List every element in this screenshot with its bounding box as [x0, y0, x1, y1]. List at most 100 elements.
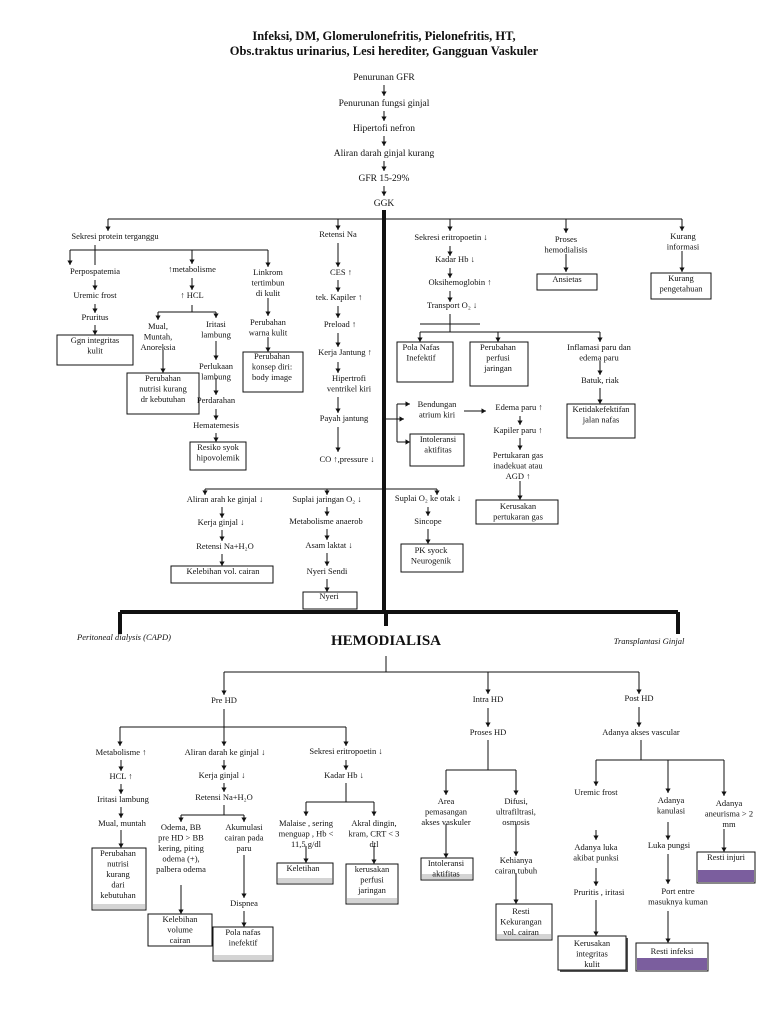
arrowhead: [221, 765, 227, 770]
kg-label: Kerja ginjal ↓: [198, 517, 245, 527]
arrowhead: [265, 347, 271, 352]
ia2-label-line: aktifitas: [432, 869, 459, 879]
kinf-label-line: Kurang: [670, 231, 696, 241]
asl-label: Asam laktat ↓: [305, 540, 352, 550]
capd-label-line: Peritoneal dialysis (CAPD): [76, 632, 171, 642]
kg2-label-line: Kerja ginjal ↓: [199, 770, 246, 780]
bat-label: Batuk, riak: [581, 375, 620, 385]
aku-label-line: cairan pada: [225, 833, 264, 843]
kik-label-line: integritas: [576, 949, 608, 959]
sin-label-line: Sincope: [414, 516, 442, 526]
pper-box: [469, 341, 529, 387]
arrowhead: [67, 260, 73, 265]
arrowhead: [513, 790, 519, 795]
arrowhead: [219, 561, 225, 566]
arrowhead: [665, 788, 671, 793]
ggn-label-line: Ggn integritas: [71, 335, 119, 345]
arrowhead: [513, 899, 519, 904]
arrowhead: [335, 262, 341, 267]
rinj-label-line: Resti injuri: [707, 852, 746, 862]
arrowhead: [105, 226, 111, 231]
pwk-label-line: Perubahan: [250, 317, 287, 327]
arrowhead: [593, 835, 599, 840]
ny-label-line: Nyeri: [319, 591, 339, 601]
posthd-label: Post HD: [624, 693, 653, 703]
kpj-box-band: [347, 898, 397, 903]
inthd-label-line: Intra HD: [473, 694, 503, 704]
pnut-label-line: nutrisi kurang: [139, 384, 187, 394]
ben-label-line: atrium kiri: [419, 410, 456, 420]
n2-label: Penurunan fungsi ginjal: [339, 98, 430, 109]
arrowhead: [241, 893, 247, 898]
arrowhead: [425, 511, 431, 516]
arrowhead: [117, 741, 123, 746]
mal-label-line: menguap , Hb <: [279, 829, 334, 839]
rkv-label-line: vol. cairan: [503, 927, 540, 937]
proshd-label: Proses HD: [470, 727, 507, 737]
kik-label-line: kulit: [584, 959, 600, 969]
ces-label: CES ↑: [330, 267, 352, 277]
lp-label-line: Luka pungsi: [648, 840, 691, 850]
arrowhead: [636, 689, 642, 694]
pn2-box: [91, 847, 147, 911]
arrowhead: [213, 313, 219, 318]
inthd-label: Intra HD: [473, 694, 503, 704]
dif-label-line: ultrafiltrasi,: [496, 807, 536, 817]
aku-label-line: Akumulasi: [225, 822, 263, 832]
ggk-label-line: GGK: [374, 199, 395, 209]
pnut-box: [126, 372, 200, 415]
pper-label-line: jaringan: [483, 363, 513, 373]
resy-label-line: hipovolemik: [197, 453, 241, 463]
dif-label-line: osmosis: [502, 817, 529, 827]
arrowhead: [241, 817, 247, 822]
arrowhead: [679, 267, 685, 272]
pks-label-line: Neurogenik: [411, 556, 452, 566]
arrowhead: [679, 226, 685, 231]
arrowhead: [213, 415, 219, 420]
arrowhead: [265, 311, 271, 316]
pn2-label-line: kurang: [106, 869, 130, 879]
pper-label-line: Perubahan: [480, 342, 517, 352]
hb2-label: Kadar Hb ↓: [324, 770, 364, 780]
arrowhead: [160, 368, 166, 373]
title-line-1: Infeksi, DM, Glomerulonefritis, Pielonef…: [252, 29, 516, 43]
arrowhead: [92, 308, 98, 313]
akr-label-line: dtl: [370, 839, 380, 849]
int-box: [409, 433, 465, 467]
inf-label-line: edema paru: [579, 353, 619, 363]
arrowhead: [434, 490, 440, 495]
arrowhead: [447, 297, 453, 302]
aav-label: Adanya akses vascular: [602, 727, 680, 737]
arrowhead: [399, 416, 404, 422]
ede-label: Edema paru ↑: [495, 402, 542, 412]
arrowhead: [189, 259, 195, 264]
rinf-label-line: Resti infeksi: [651, 946, 694, 956]
rkv-label-line: Kekurangan: [500, 917, 542, 927]
perd-label-line: Perdarahan: [197, 395, 236, 405]
n3-label: Hipertofi nefron: [353, 123, 415, 134]
arrowhead: [636, 722, 642, 727]
arrowhead: [213, 355, 219, 360]
ny-label: Nyeri: [319, 591, 339, 601]
trans-label: Transplantasi Ginjal: [614, 636, 685, 646]
n5-label: GFR 15-29%: [359, 174, 410, 184]
n1-label-line: Penurunan GFR: [353, 73, 415, 83]
pnut-label-line: Perubahan: [145, 373, 182, 383]
ret-label: Retensi Na: [319, 229, 357, 239]
arrowhead: [335, 225, 341, 230]
man-label-line: Metabolisme anaerob: [289, 516, 362, 526]
aneu-label-line: aneurisma > 2: [705, 809, 753, 819]
kik-label-line: Kerusakan: [574, 938, 611, 948]
ad2-label-line: Aliran darah ke ginjal ↓: [185, 747, 266, 757]
kpeng-label-line: Kurang: [668, 273, 694, 283]
